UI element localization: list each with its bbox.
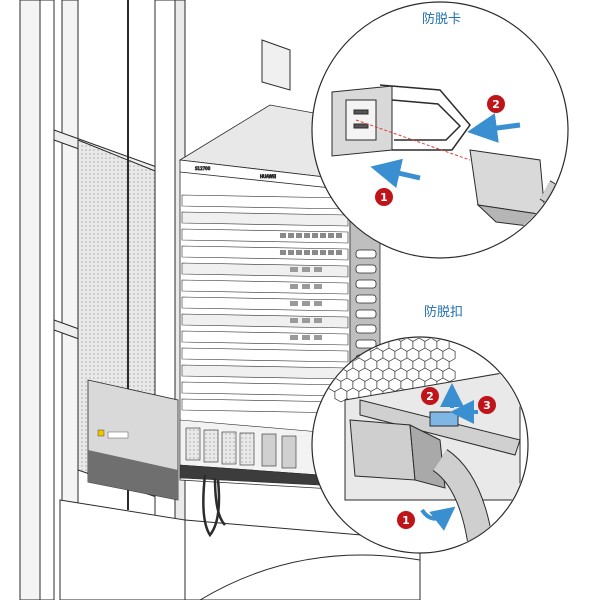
cable-manager-ring xyxy=(355,294,377,304)
card-port xyxy=(320,250,326,255)
rack-right-post xyxy=(261,39,291,91)
card-port xyxy=(290,318,298,323)
buckle-step-badge-2: 2 xyxy=(421,387,439,405)
card-slot xyxy=(181,296,349,312)
card-port xyxy=(314,335,322,340)
buckle-step-badge-1: 1 xyxy=(397,511,415,529)
cable-manager-ring xyxy=(355,279,377,289)
card-port xyxy=(328,250,334,255)
rack-lower-panel xyxy=(87,379,179,501)
card-port xyxy=(320,233,326,238)
card-slot xyxy=(181,279,349,295)
card-port xyxy=(314,318,322,323)
rack-base xyxy=(59,499,186,600)
card-slot xyxy=(181,313,349,329)
card-slot xyxy=(181,245,349,261)
card-port xyxy=(290,301,298,306)
card-port xyxy=(302,301,310,306)
chassis-power-cables xyxy=(202,474,226,538)
card-port xyxy=(280,250,286,255)
card-port xyxy=(290,284,298,289)
card-port xyxy=(290,267,298,272)
card-port xyxy=(290,335,298,340)
card-port xyxy=(302,267,310,272)
card-port xyxy=(336,233,342,238)
card-port xyxy=(312,233,318,238)
card-port xyxy=(314,301,322,306)
power-module-area xyxy=(179,419,321,486)
buckle-latch xyxy=(429,411,459,427)
anti-detach-clip-label: 防脱卡 xyxy=(422,12,462,27)
card-port xyxy=(314,284,322,289)
card-slot xyxy=(181,211,349,227)
cable-manager-ring xyxy=(355,339,377,349)
svg-text:1: 1 xyxy=(380,191,388,204)
svg-text:2: 2 xyxy=(426,390,434,403)
cable-manager-ring xyxy=(355,264,377,274)
clip-step-badge-2: 2 xyxy=(487,95,505,113)
card-port xyxy=(302,318,310,323)
card-slot xyxy=(181,262,349,278)
card-port xyxy=(302,335,310,340)
buckle-arrow-step-1 xyxy=(420,506,456,531)
svg-text:2: 2 xyxy=(492,98,500,111)
card-port xyxy=(296,250,302,255)
rack-left-inner-post xyxy=(61,0,79,600)
cable-manager-ring xyxy=(355,324,377,334)
cable-manager-ring xyxy=(355,309,377,319)
card-port xyxy=(280,233,286,238)
clip-cable xyxy=(539,180,567,257)
card-port xyxy=(328,233,334,238)
card-slot xyxy=(181,347,349,363)
callout-buckle: 1 2 3 xyxy=(311,336,529,554)
card-port xyxy=(288,250,294,255)
card-port xyxy=(304,233,310,238)
rack-middle-post xyxy=(154,0,176,600)
card-port xyxy=(336,250,342,255)
card-slot xyxy=(181,330,349,346)
card-port xyxy=(302,284,310,289)
card-port xyxy=(314,267,322,272)
clip-arrow-step-2 xyxy=(467,113,521,143)
clip-arrow-step-1 xyxy=(370,158,421,188)
svg-text:3: 3 xyxy=(483,399,491,412)
buckle-step-badge-3: 3 xyxy=(478,396,496,414)
cable-manager-ring xyxy=(355,249,377,259)
card-port xyxy=(296,233,302,238)
anti-detach-buckle-label: 防脱扣 xyxy=(424,305,464,320)
card-port xyxy=(312,250,318,255)
chassis-brand-text: HUAWEI xyxy=(260,174,276,179)
clip-step-badge-1: 1 xyxy=(375,188,393,206)
rack-left-post xyxy=(19,0,41,600)
card-port xyxy=(304,250,310,255)
buckle-strap xyxy=(359,399,521,456)
svg-text:1: 1 xyxy=(402,514,410,527)
chassis-model-text: S12700 xyxy=(195,166,211,171)
buckle-power-plug xyxy=(349,419,416,481)
chassis-card-slots xyxy=(181,194,377,414)
card-port xyxy=(288,233,294,238)
card-slot xyxy=(181,228,349,244)
